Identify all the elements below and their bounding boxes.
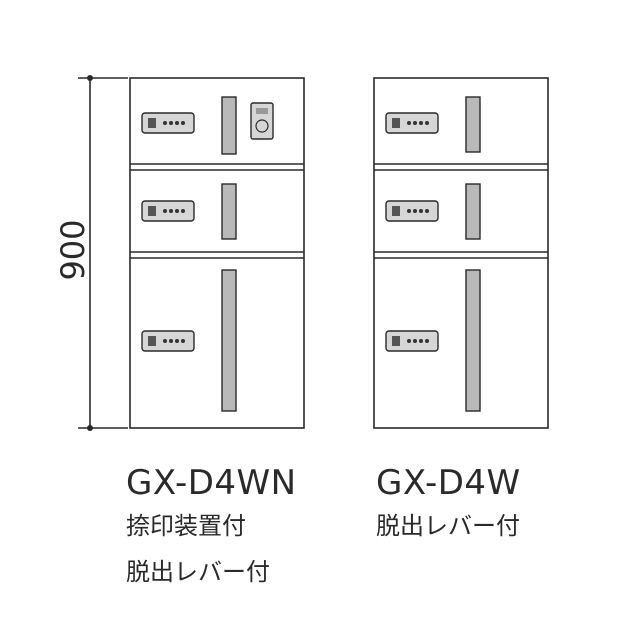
mail-slot <box>221 96 237 155</box>
dimension-tick-bottom <box>87 425 93 431</box>
height-dimension-label: 900 <box>54 219 92 281</box>
feature-label: 脱出レバー付 <box>126 558 270 586</box>
compartment-middle-right <box>385 183 481 240</box>
compartment-top-right <box>385 96 481 153</box>
compartment-bottom-right <box>385 269 481 412</box>
cabinet-gx-d4w <box>373 77 549 429</box>
mail-slot <box>221 269 237 412</box>
height-dimension-line <box>78 77 128 429</box>
mail-slot <box>465 269 481 412</box>
mail-slot <box>221 183 237 240</box>
compartment-bottom-left <box>141 269 237 412</box>
model-name-gx-d4w: GX-D4W <box>376 463 521 503</box>
compartment-middle-left <box>141 183 237 240</box>
dimension-tick-top <box>87 75 93 81</box>
cabinet-gx-d4wn <box>129 77 305 429</box>
feature-label: 脱出レバー付 <box>376 512 520 540</box>
mail-slot <box>465 96 481 153</box>
model-name-gx-d4wn: GX-D4WN <box>126 463 297 503</box>
feature-label: 捺印装置付 <box>126 512 246 540</box>
mail-slot <box>465 183 481 240</box>
compartment-top-left <box>141 96 274 155</box>
